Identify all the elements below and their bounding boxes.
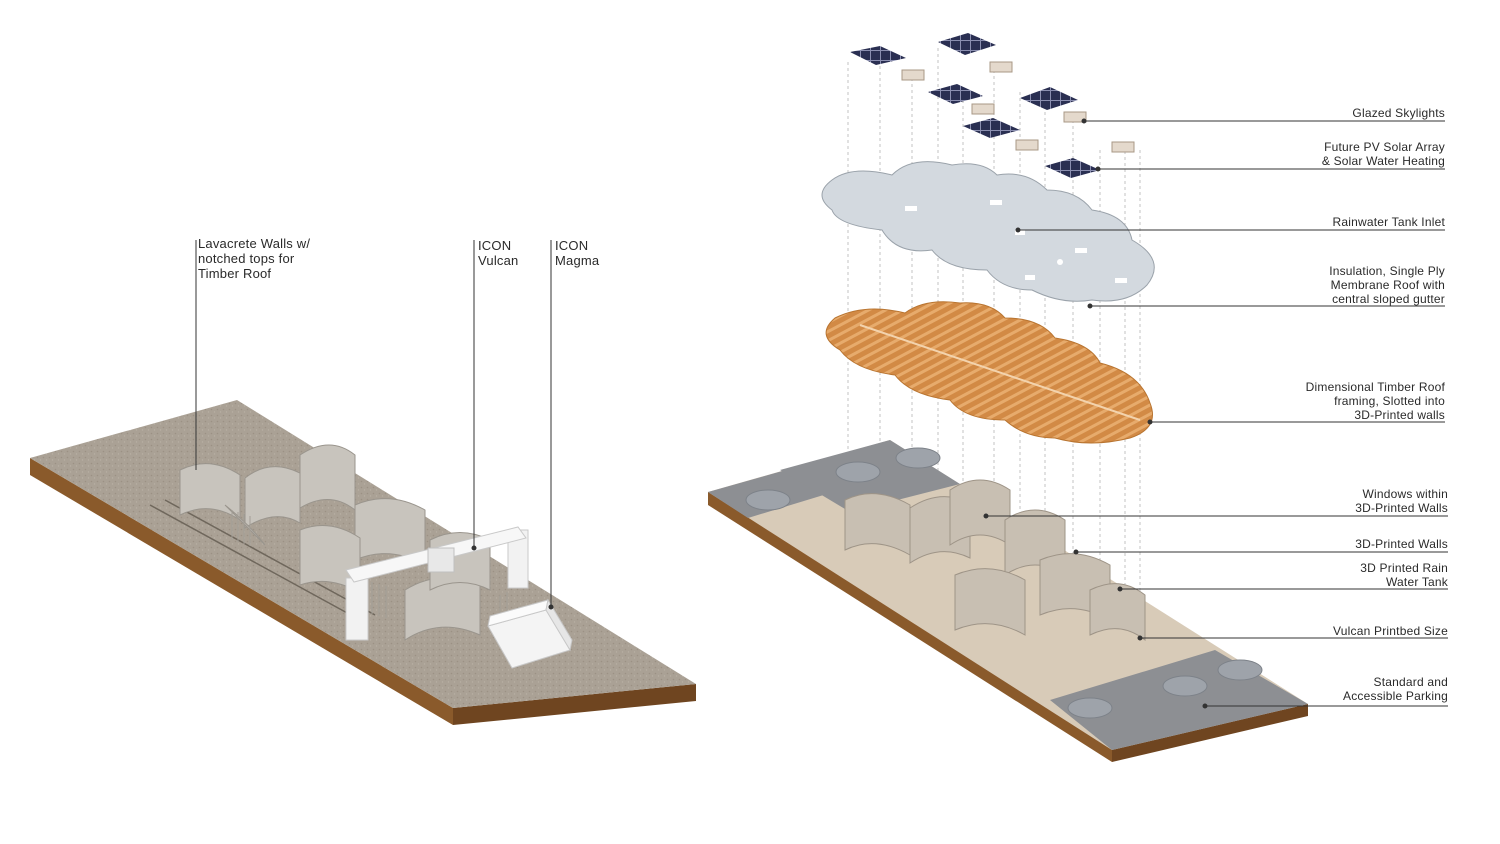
membrane-roof-layer: [821, 161, 1155, 302]
construction-site-model: [30, 240, 696, 725]
timber-roof-layer: [825, 301, 1153, 444]
label-printed-walls: 3D-Printed Walls: [1355, 537, 1448, 551]
label-line: Timber Roof: [198, 266, 272, 281]
label-glazed-skylights: Glazed Skylights: [1352, 106, 1445, 120]
label-windows: Windows within 3D-Printed Walls: [1355, 487, 1448, 515]
label-icon-magma: ICON Magma: [555, 238, 599, 268]
label-insulation-roof: Insulation, Single Ply Membrane Roof wit…: [1329, 264, 1445, 306]
label-line: Vulcan Printbed Size: [1333, 624, 1448, 638]
label-line: Lavacrete Walls w/: [198, 236, 311, 251]
label-printbed: Vulcan Printbed Size: [1333, 624, 1448, 638]
icon-vulcan-printer-shape: [345, 526, 529, 641]
label-line: 3D-Printed Walls: [1355, 537, 1448, 551]
label-line: Glazed Skylights: [1352, 106, 1445, 120]
label-rainwater-inlet: Rainwater Tank Inlet: [1332, 215, 1445, 229]
label-icon-vulcan: ICON Vulcan: [478, 238, 518, 268]
label-line: 3D Printed Rain: [1360, 561, 1448, 575]
label-timber-roof: Dimensional Timber Roof framing, Slotted…: [1306, 380, 1445, 422]
label-line: Future PV Solar Array: [1324, 140, 1445, 154]
label-lavacrete-walls: Lavacrete Walls w/ notched tops for Timb…: [198, 236, 310, 281]
icon-magma-unit-shape: [487, 598, 573, 669]
label-line: 3D-Printed Walls: [1355, 501, 1448, 515]
label-line: Accessible Parking: [1343, 689, 1448, 703]
label-line: framing, Slotted into: [1334, 394, 1445, 408]
label-line: Vulcan: [478, 253, 519, 268]
label-line: Rainwater Tank Inlet: [1332, 215, 1445, 229]
label-line: Windows within: [1362, 487, 1448, 501]
label-line: 3D-Printed walls: [1354, 408, 1445, 422]
label-line: ICON: [555, 238, 589, 253]
label-line: & Solar Water Heating: [1321, 154, 1445, 168]
label-line: Water Tank: [1385, 575, 1448, 589]
label-line: Magma: [555, 253, 600, 268]
label-line: ICON: [478, 238, 512, 253]
label-parking: Standard and Accessible Parking: [1343, 675, 1448, 703]
pv-solar-panels: [850, 33, 1100, 178]
label-line: notched tops for: [198, 251, 295, 266]
label-rain-tank: 3D Printed Rain Water Tank: [1360, 561, 1448, 589]
parked-cars: [745, 447, 1263, 719]
label-line: Standard and: [1373, 675, 1448, 689]
label-line: Insulation, Single Ply: [1329, 264, 1445, 278]
printed-walls-shape: [844, 479, 1146, 642]
label-line: Dimensional Timber Roof: [1305, 380, 1445, 394]
exploded-axonometric-model: [708, 33, 1448, 762]
label-line: Membrane Roof with: [1330, 278, 1445, 292]
glazed-skylights-shapes: [901, 61, 1135, 153]
label-line: central sloped gutter: [1332, 292, 1445, 306]
label-pv-solar: Future PV Solar Array & Solar Water Heat…: [1322, 140, 1445, 168]
